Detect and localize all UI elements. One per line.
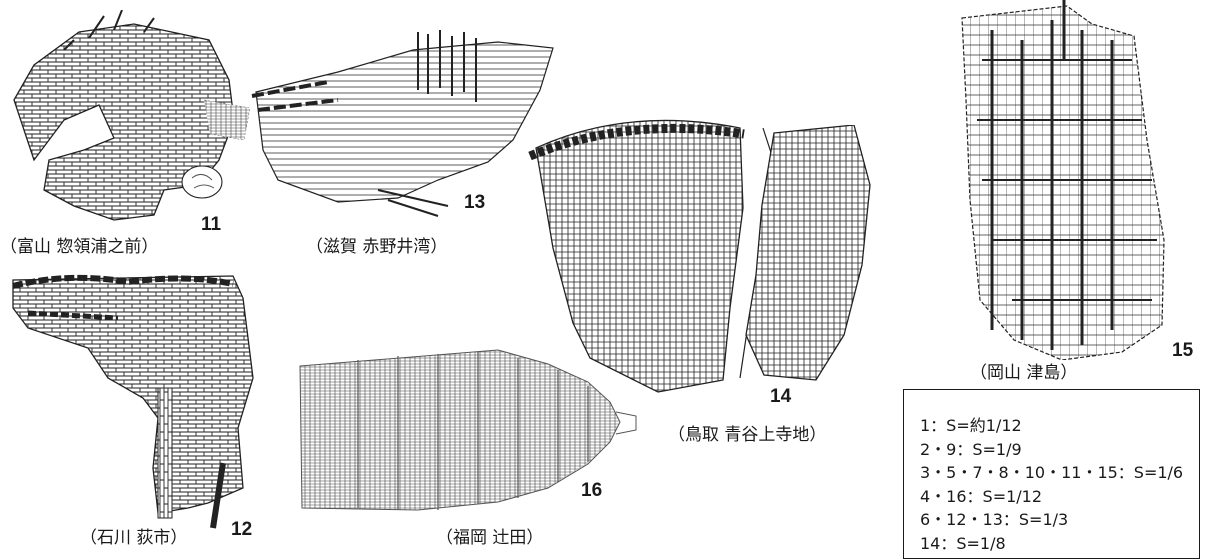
woven-mat-15-sketch: [961, 0, 1165, 360]
artifact-14b-drawing: [744, 125, 874, 385]
artifact-15-number: 15: [1172, 340, 1194, 361]
scale-legend-line: 2・9：S=1/9: [920, 439, 1022, 459]
artifact-11-caption: （富山 惣領浦之前）: [0, 237, 159, 257]
artifact-15-caption: （岡山 津島）: [970, 363, 1078, 383]
artifact-15-drawing: [952, 0, 1187, 360]
artifact-11-number: 11: [201, 214, 222, 235]
artifact-13-drawing: [248, 30, 568, 220]
artifact-12-drawing: [8, 268, 258, 538]
artifact-11-drawing: [4, 10, 254, 225]
artifact-16-drawing: [298, 342, 638, 520]
artifact-16-caption: （福岡 辻田）: [436, 528, 544, 548]
artifact-14-caption: （鳥取 青谷上寺地）: [668, 425, 827, 445]
artifact-12-caption: （石川 荻市）: [80, 528, 188, 548]
scale-legend-line: 3・5・7・8・10・11・15：S=1/6: [920, 463, 1184, 482]
artifact-13-number: 13: [464, 192, 486, 213]
scale-legend-line: 1：S=約1/12: [920, 416, 1022, 435]
woven-mat-12-sketch: [12, 274, 254, 529]
scale-legend-line: 14：S=1/8: [920, 533, 1006, 553]
woven-basket-11-sketch: [13, 10, 251, 221]
scale-legend-line: 6・12・13：S=1/3: [920, 510, 1069, 529]
scale-legend-box: 1：S=約1/12 2・9：S=1/9 3・5・7・8・10・11・15：S=1…: [903, 389, 1200, 559]
fish-trap-16-sketch: [299, 349, 637, 511]
artifact-14-number: 14: [770, 386, 792, 407]
scale-legend-line: 4・16：S=1/12: [920, 486, 1043, 506]
artifact-13-caption: （滋賀 赤野井湾）: [306, 237, 448, 257]
woven-fragment-13-sketch: [251, 30, 554, 217]
artifact-12-number: 12: [231, 519, 253, 540]
artifact-16-number: 16: [581, 480, 603, 501]
woven-basket-14b-sketch: [745, 125, 871, 381]
